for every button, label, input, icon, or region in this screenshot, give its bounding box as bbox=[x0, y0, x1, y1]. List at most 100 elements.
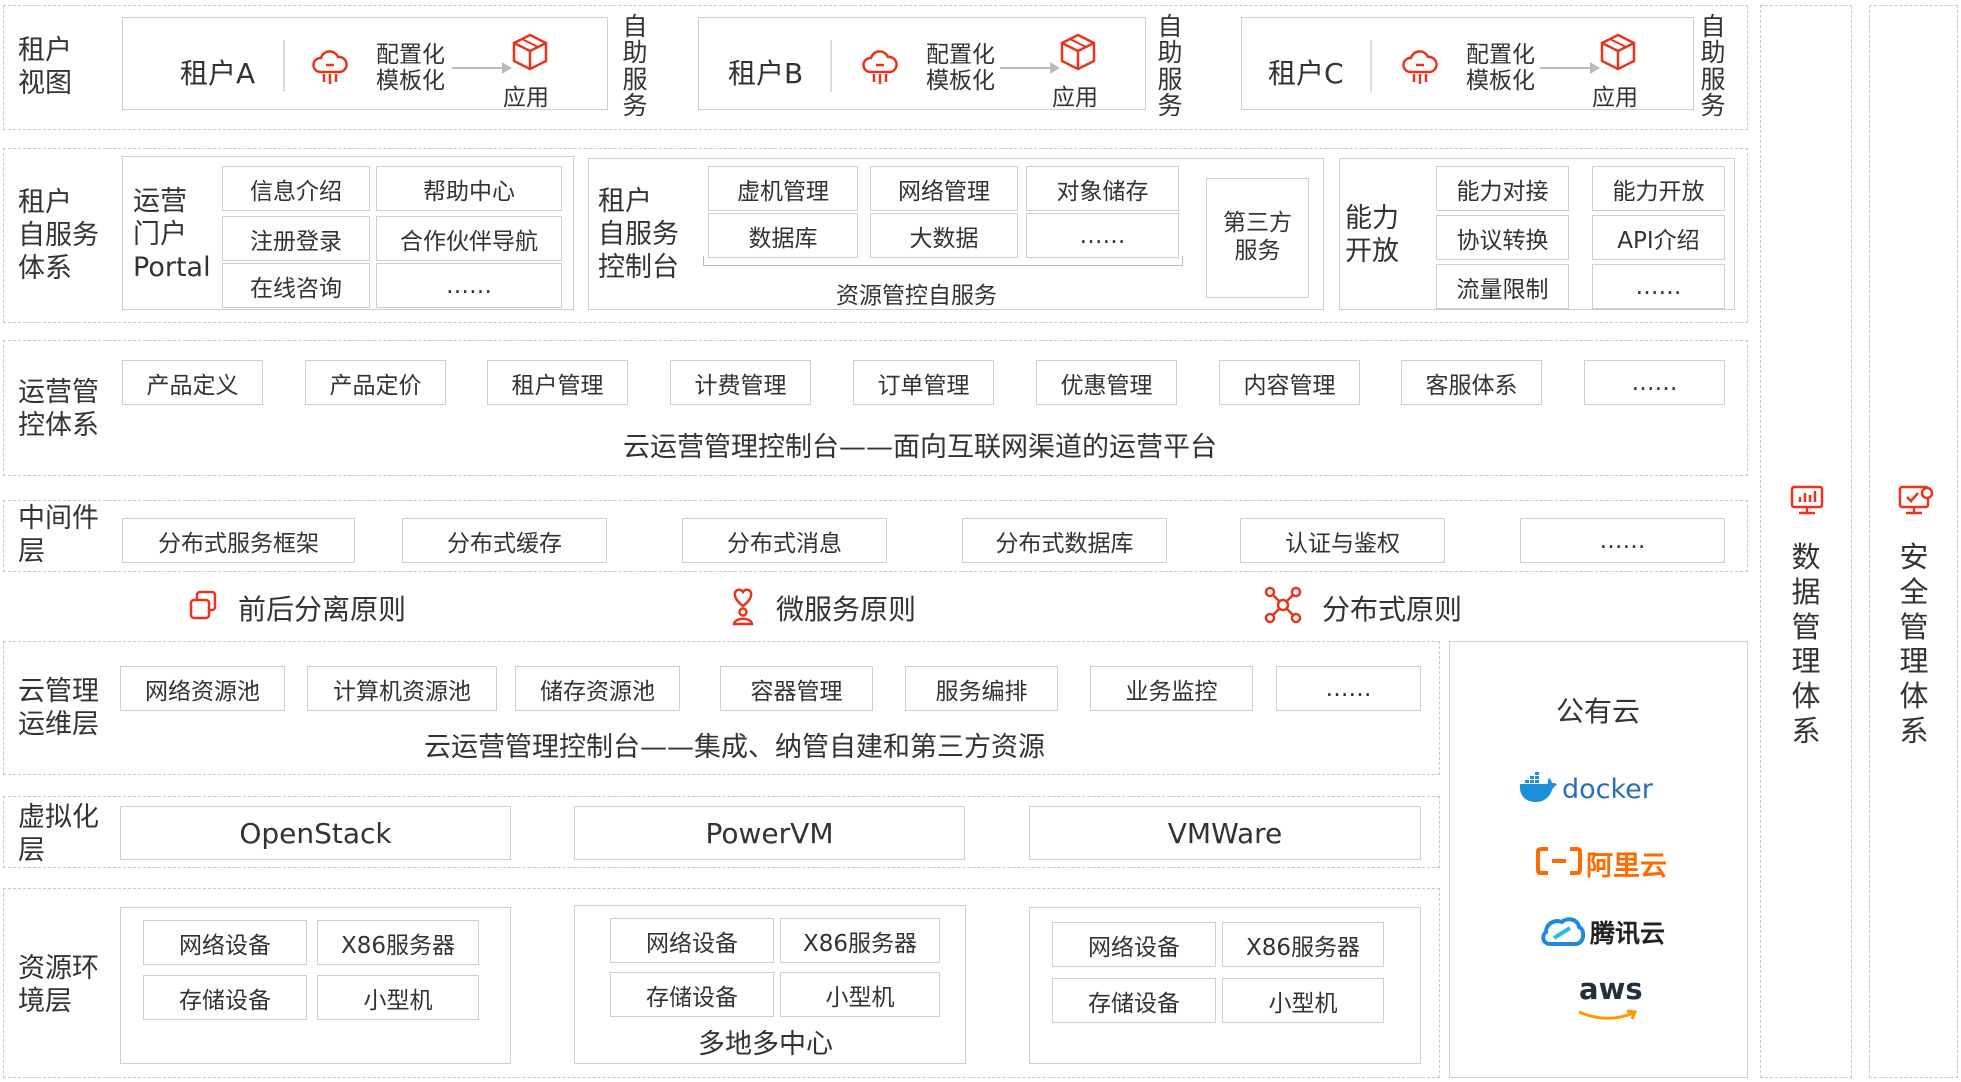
cloud-ops-item: 服务编排 bbox=[905, 666, 1058, 711]
cloud-ops-item: 计算机资源池 bbox=[307, 666, 497, 711]
template-label-c: 配置化 模板化 bbox=[1466, 42, 1535, 95]
docker-logo: docker bbox=[1518, 770, 1708, 814]
console-item: 虚机管理 bbox=[708, 166, 858, 211]
monitor-chart-icon bbox=[1790, 485, 1824, 519]
security-mgmt-column bbox=[1869, 5, 1958, 1078]
monitor-check-icon bbox=[1898, 485, 1934, 519]
self-service-c: 自 助 服 务 bbox=[1700, 12, 1726, 120]
resource-item: 小型机 bbox=[1222, 978, 1384, 1023]
console-item: 数据库 bbox=[708, 213, 858, 258]
tenant-divider bbox=[1370, 40, 1372, 92]
resource-item: 存储设备 bbox=[143, 975, 307, 1020]
resource-item: 小型机 bbox=[317, 975, 479, 1020]
resource-item: X86服务器 bbox=[780, 918, 940, 963]
cloud-icon bbox=[310, 48, 350, 90]
data-mgmt-column bbox=[1760, 5, 1852, 1078]
portal-item: 合作伙伴导航 bbox=[376, 216, 562, 261]
tenant-divider bbox=[283, 40, 285, 92]
middleware-item: 分布式缓存 bbox=[402, 518, 607, 563]
resource-env-layer bbox=[3, 888, 1440, 1078]
resource-item: 存储设备 bbox=[1052, 978, 1216, 1023]
tenant-name-b: 租户B bbox=[728, 57, 804, 90]
resource-item: X86服务器 bbox=[1222, 922, 1384, 967]
tenant-name-a: 租户A bbox=[180, 57, 256, 90]
ops-mgmt-layer bbox=[3, 340, 1748, 476]
tenant-view-layer bbox=[3, 5, 1748, 130]
app-label-c: 应用 bbox=[1592, 85, 1638, 111]
portal-item: 注册登录 bbox=[222, 216, 370, 261]
tencent-cloud-logo: 腾讯云 bbox=[1540, 912, 1700, 952]
ops-mgmt-label: 运营管 控体系 bbox=[18, 377, 99, 441]
console-item: 大数据 bbox=[870, 213, 1018, 258]
ops-item: 产品定义 bbox=[122, 360, 263, 405]
cloud-ops-layer bbox=[3, 641, 1440, 775]
middleware-item: …… bbox=[1520, 518, 1725, 563]
capability-item: 能力开放 bbox=[1592, 166, 1725, 211]
resource-item: X86服务器 bbox=[317, 920, 479, 965]
capability-item: 流量限制 bbox=[1436, 264, 1569, 309]
public-cloud-title: 公有云 bbox=[1556, 695, 1641, 728]
data-mgmt-text: 数 据 管 理 体 系 bbox=[1791, 540, 1821, 748]
virtualization-item: PowerVM bbox=[574, 806, 965, 860]
resource-item: 网络设备 bbox=[610, 918, 774, 963]
virtualization-item: OpenStack bbox=[120, 806, 511, 860]
ops-item: 内容管理 bbox=[1219, 360, 1360, 405]
tenant-view-label: 租户 视图 bbox=[18, 35, 72, 99]
resource-item: 网络设备 bbox=[143, 920, 307, 965]
app-label-a: 应用 bbox=[503, 85, 549, 111]
portal-label: 运营 门户 Portal bbox=[133, 186, 211, 283]
ops-item: 计费管理 bbox=[670, 360, 811, 405]
capability-item: …… bbox=[1592, 264, 1725, 309]
copy-icon bbox=[187, 589, 219, 625]
tenant-card-b bbox=[698, 17, 1146, 110]
capability-label: 能力 开放 bbox=[1345, 203, 1399, 267]
portal-item: …… bbox=[376, 263, 562, 308]
resource-item: 存储设备 bbox=[610, 972, 774, 1017]
heart-person-icon bbox=[726, 586, 760, 630]
template-label-a: 配置化 模板化 bbox=[376, 42, 445, 95]
tenant-card-a bbox=[122, 17, 608, 110]
cloud-ops-item: 储存资源池 bbox=[515, 666, 680, 711]
self-service-a: 自 助 服 务 bbox=[622, 12, 648, 120]
cube-icon bbox=[1598, 32, 1638, 76]
principle-frontend-backend: 前后分离原则 bbox=[238, 593, 407, 626]
portal-item: 信息介绍 bbox=[222, 166, 370, 211]
middleware-item: 分布式服务框架 bbox=[122, 518, 355, 563]
resource-env-label: 资源环 境层 bbox=[18, 953, 99, 1017]
public-cloud-panel bbox=[1449, 641, 1748, 1078]
cloud-icon bbox=[1400, 48, 1440, 90]
middleware-item: 认证与鉴权 bbox=[1240, 518, 1445, 563]
cloud-ops-item: 业务监控 bbox=[1090, 666, 1253, 711]
aliyun-logo: 阿里云 bbox=[1536, 842, 1696, 882]
tenant-self-service-layer bbox=[3, 148, 1748, 323]
aws-logo: aws bbox=[1575, 972, 1655, 1026]
third-party-box: 第三方 服务 bbox=[1206, 178, 1309, 298]
capability-item: 能力对接 bbox=[1436, 166, 1569, 211]
ops-item: 客服体系 bbox=[1401, 360, 1542, 405]
tenant-divider bbox=[830, 40, 832, 92]
cloud-icon bbox=[860, 48, 900, 90]
middleware-item: 分布式消息 bbox=[682, 518, 887, 563]
principle-distributed: 分布式原则 bbox=[1322, 593, 1463, 626]
ops-item: 订单管理 bbox=[853, 360, 994, 405]
tenant-self-service-label: 租户 自服务 体系 bbox=[18, 187, 99, 284]
middleware-layer bbox=[3, 500, 1748, 572]
virtualization-layer bbox=[3, 796, 1440, 868]
cube-icon bbox=[1058, 32, 1098, 76]
middleware-label: 中间件 层 bbox=[18, 503, 99, 567]
security-mgmt-text: 安 全 管 理 体 系 bbox=[1899, 540, 1929, 748]
arrow-right-icon bbox=[452, 60, 512, 79]
cube-icon bbox=[510, 32, 550, 76]
capability-item: 协议转换 bbox=[1436, 215, 1569, 260]
resource-item: 小型机 bbox=[780, 972, 940, 1017]
capability-item: API介绍 bbox=[1592, 215, 1725, 260]
cloud-ops-caption: 云运营管理控制台——集成、纳管自建和第三方资源 bbox=[424, 732, 1045, 763]
resource-item: 网络设备 bbox=[1052, 922, 1216, 967]
arrow-right-icon bbox=[1540, 60, 1600, 79]
virtualization-label: 虚拟化 层 bbox=[18, 802, 99, 866]
tenant-name-c: 租户C bbox=[1268, 57, 1344, 90]
console-item: 网络管理 bbox=[870, 166, 1018, 211]
network-icon bbox=[1264, 586, 1302, 628]
ops-item: 租户管理 bbox=[487, 360, 628, 405]
console-item: 对象储存 bbox=[1026, 166, 1179, 211]
